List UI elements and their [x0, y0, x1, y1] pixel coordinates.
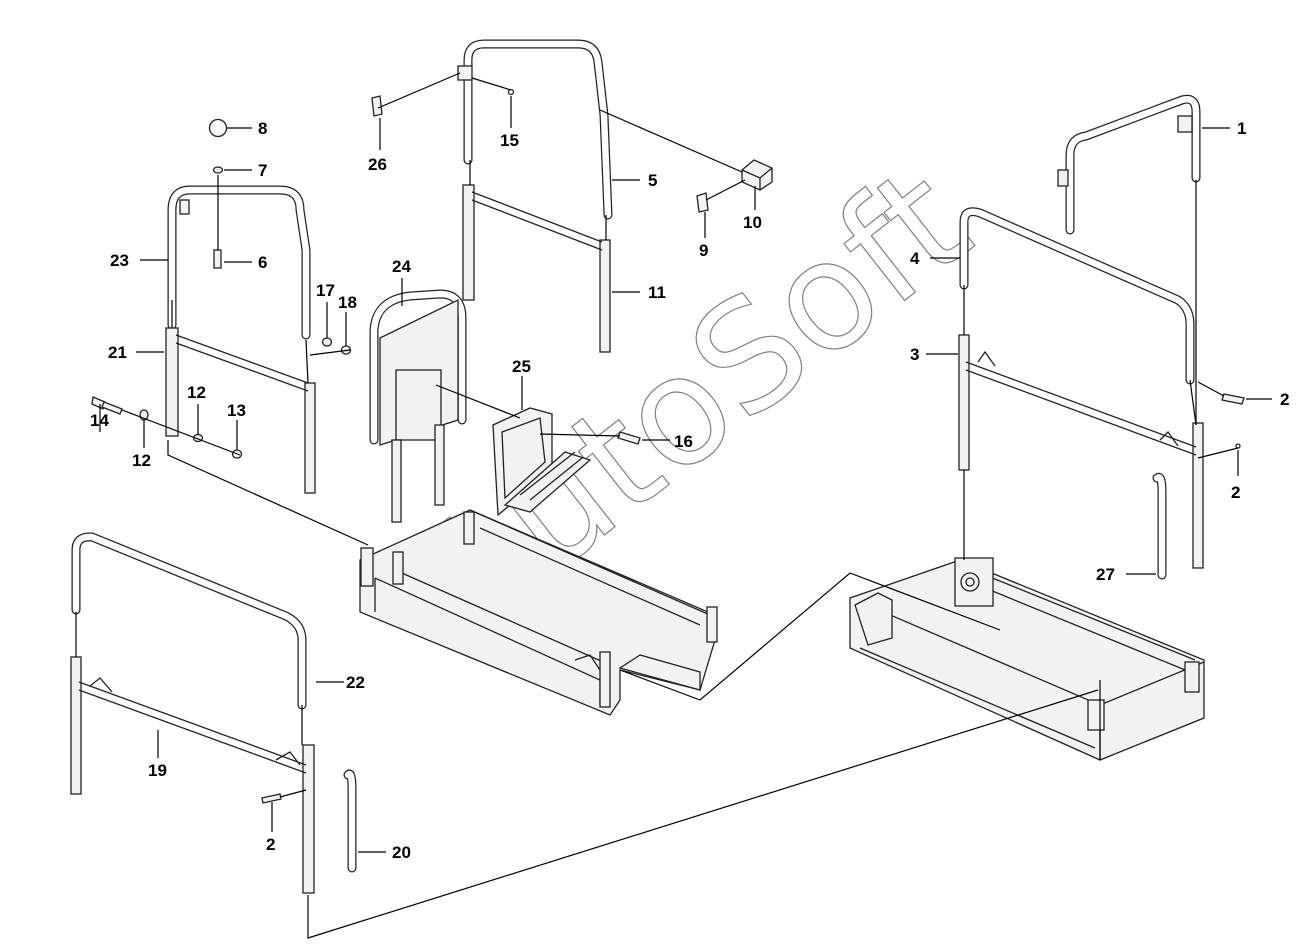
callout-10: 10 — [743, 213, 762, 232]
part-11-lower-frame — [462, 184, 611, 353]
part-17-nut — [321, 337, 333, 347]
right-base-tray — [849, 557, 1205, 761]
part-14-bolt — [91, 396, 123, 415]
callout-6: 6 — [258, 253, 267, 272]
callout-2-left: 2 — [266, 835, 275, 854]
part-6-bolt — [213, 175, 222, 269]
part-15-pin — [507, 88, 515, 96]
callout-17: 17 — [316, 281, 335, 300]
callout-12-top: 12 — [187, 383, 206, 402]
callout-2-right-upper: 2 — [1280, 390, 1289, 409]
callout-23: 23 — [110, 251, 129, 270]
part-23-upper-handrail — [167, 185, 311, 340]
callout-2-right-lower: 2 — [1231, 483, 1240, 502]
part-27-side-rail — [1152, 472, 1167, 580]
part-10-bracket — [741, 159, 773, 191]
part-19-lower-frame — [70, 656, 315, 894]
part-3-lower-frame — [958, 334, 1204, 569]
callout-7: 7 — [258, 161, 267, 180]
callout-26: 26 — [368, 155, 387, 174]
part-22-upper-handrail — [71, 532, 307, 710]
part-9-clip — [696, 192, 709, 213]
callout-3: 3 — [910, 345, 919, 364]
callout-9: 9 — [699, 241, 708, 260]
part-2-bolt-right-upper — [1221, 393, 1245, 405]
callout-11: 11 — [648, 283, 666, 302]
callout-27: 27 — [1096, 565, 1115, 584]
callout-12-bottom: 12 — [132, 451, 151, 470]
part-24-side-panel — [369, 289, 467, 523]
callout-21: 21 — [108, 343, 127, 362]
callout-15: 15 — [500, 131, 519, 150]
part-20-side-rail — [343, 769, 357, 873]
callout-1: 1 — [1237, 119, 1246, 138]
callout-5: 5 — [648, 171, 657, 190]
callout-20: 20 — [392, 843, 411, 862]
part-8-knob — [208, 118, 228, 138]
callout-labels: 1 2 2 2 3 4 5 6 7 8 9 10 11 12 12 13 14 … — [90, 119, 1289, 862]
part-5-upper-handrail — [457, 39, 613, 220]
callout-25: 25 — [512, 357, 531, 376]
part-1-upper-handrail — [1057, 94, 1201, 235]
callout-19: 19 — [148, 761, 167, 780]
callout-14: 14 — [90, 411, 109, 430]
part-2-bolt-left — [261, 793, 282, 804]
part-4-upper-handrail — [959, 207, 1195, 385]
part-25-control-box — [492, 407, 592, 517]
assembly-lines — [75, 72, 1239, 939]
part-26-clip — [371, 95, 383, 117]
left-base-tray — [359, 509, 718, 716]
callout-16: 16 — [674, 432, 693, 451]
part-7-washer — [212, 166, 224, 174]
callout-leaders — [99, 96, 1272, 853]
callout-22: 22 — [346, 673, 365, 692]
callout-18: 18 — [338, 293, 357, 312]
callout-24: 24 — [392, 257, 411, 276]
part-21-lower-frame — [165, 327, 316, 494]
callout-4: 4 — [910, 249, 920, 268]
callout-8: 8 — [258, 119, 267, 138]
part-2-bolt-right-lower — [1235, 443, 1241, 449]
callout-13: 13 — [227, 401, 246, 420]
